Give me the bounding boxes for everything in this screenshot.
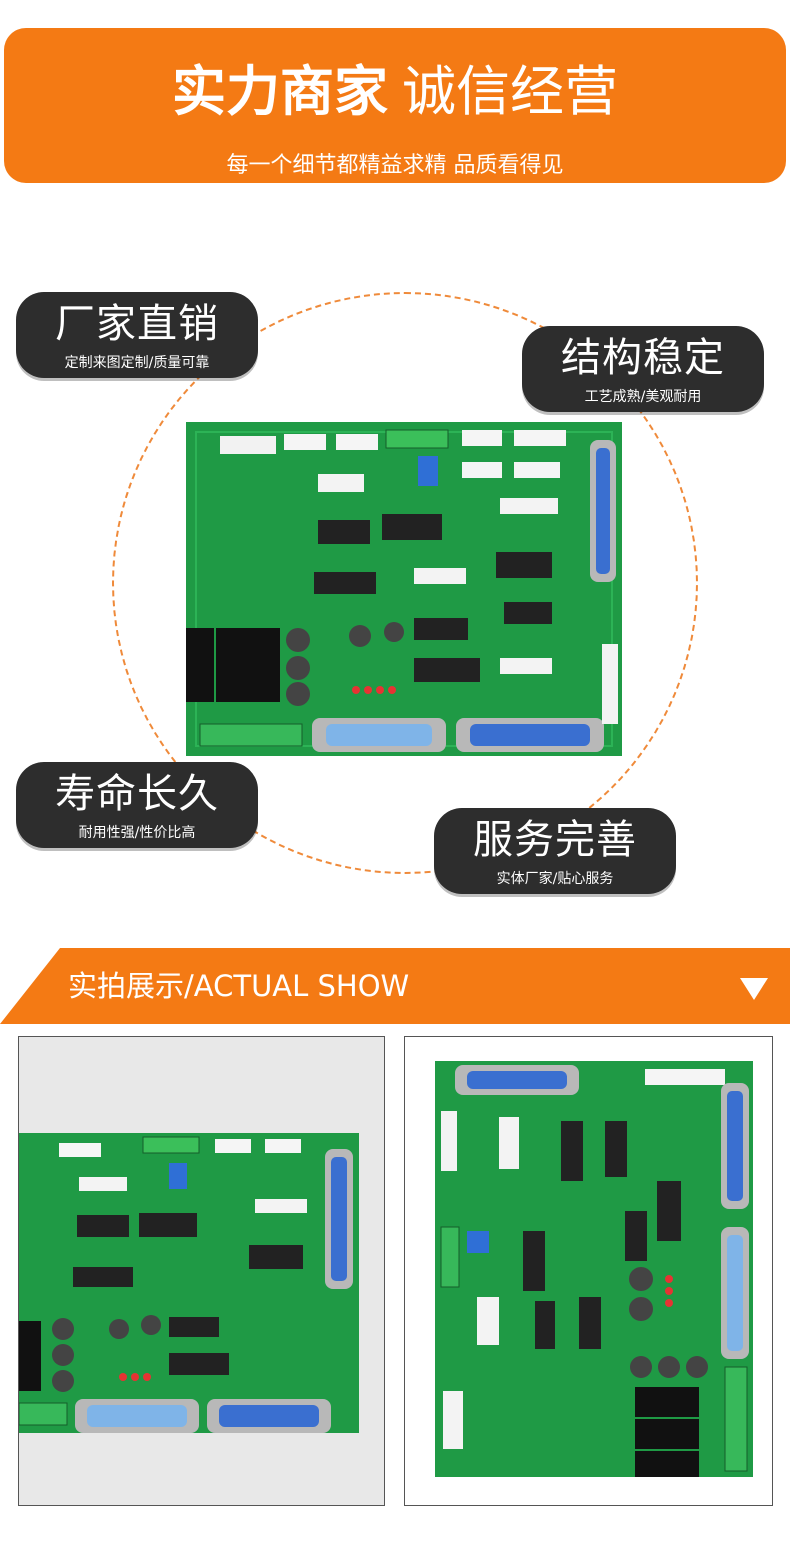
feature-title: 结构稳定 <box>561 335 725 381</box>
pcb-board-image <box>186 422 622 756</box>
pcb-photo-image <box>19 1133 359 1433</box>
feature-badge-service: 服务完善 实体厂家/贴心服务 <box>434 808 676 894</box>
feature-badge-lifetime: 寿命长久 耐用性强/性价比高 <box>16 762 258 848</box>
product-photo-2 <box>404 1036 773 1506</box>
triangle-down-icon <box>740 978 768 1000</box>
features-section: 厂家直销 定制来图定制/质量可靠 结构稳定 工艺成熟/美观耐用 寿命长久 耐用性… <box>0 270 790 920</box>
banner-subtitle: 每一个细节都精益求精 品质看得见 <box>226 153 564 178</box>
feature-subtitle: 实体厂家/贴心服务 <box>496 871 614 887</box>
feature-title: 寿命长久 <box>55 771 219 817</box>
feature-badge-structure: 结构稳定 工艺成熟/美观耐用 <box>522 326 764 412</box>
pcb-photo-image <box>435 1061 753 1477</box>
banner-title-bold: 实力商家 <box>172 60 388 123</box>
feature-subtitle: 耐用性强/性价比高 <box>78 825 196 841</box>
product-photo-1 <box>18 1036 385 1506</box>
feature-title: 服务完善 <box>473 817 637 863</box>
dashed-ring <box>112 292 698 874</box>
feature-subtitle: 定制来图定制/质量可靠 <box>64 355 210 371</box>
section-title: 实拍展示/ACTUAL SHOW <box>68 969 410 1003</box>
feature-subtitle: 工艺成熟/美观耐用 <box>584 389 702 405</box>
actual-show-header: 实拍展示/ACTUAL SHOW <box>0 948 790 1024</box>
top-banner: 实力商家诚信经营 每一个细节都精益求精 品质看得见 <box>4 28 786 183</box>
banner-title: 实力商家诚信经营 <box>4 62 786 122</box>
feature-title: 厂家直销 <box>55 301 219 347</box>
feature-badge-factory: 厂家直销 定制来图定制/质量可靠 <box>16 292 258 378</box>
banner-title-thin: 诚信经营 <box>402 60 618 123</box>
